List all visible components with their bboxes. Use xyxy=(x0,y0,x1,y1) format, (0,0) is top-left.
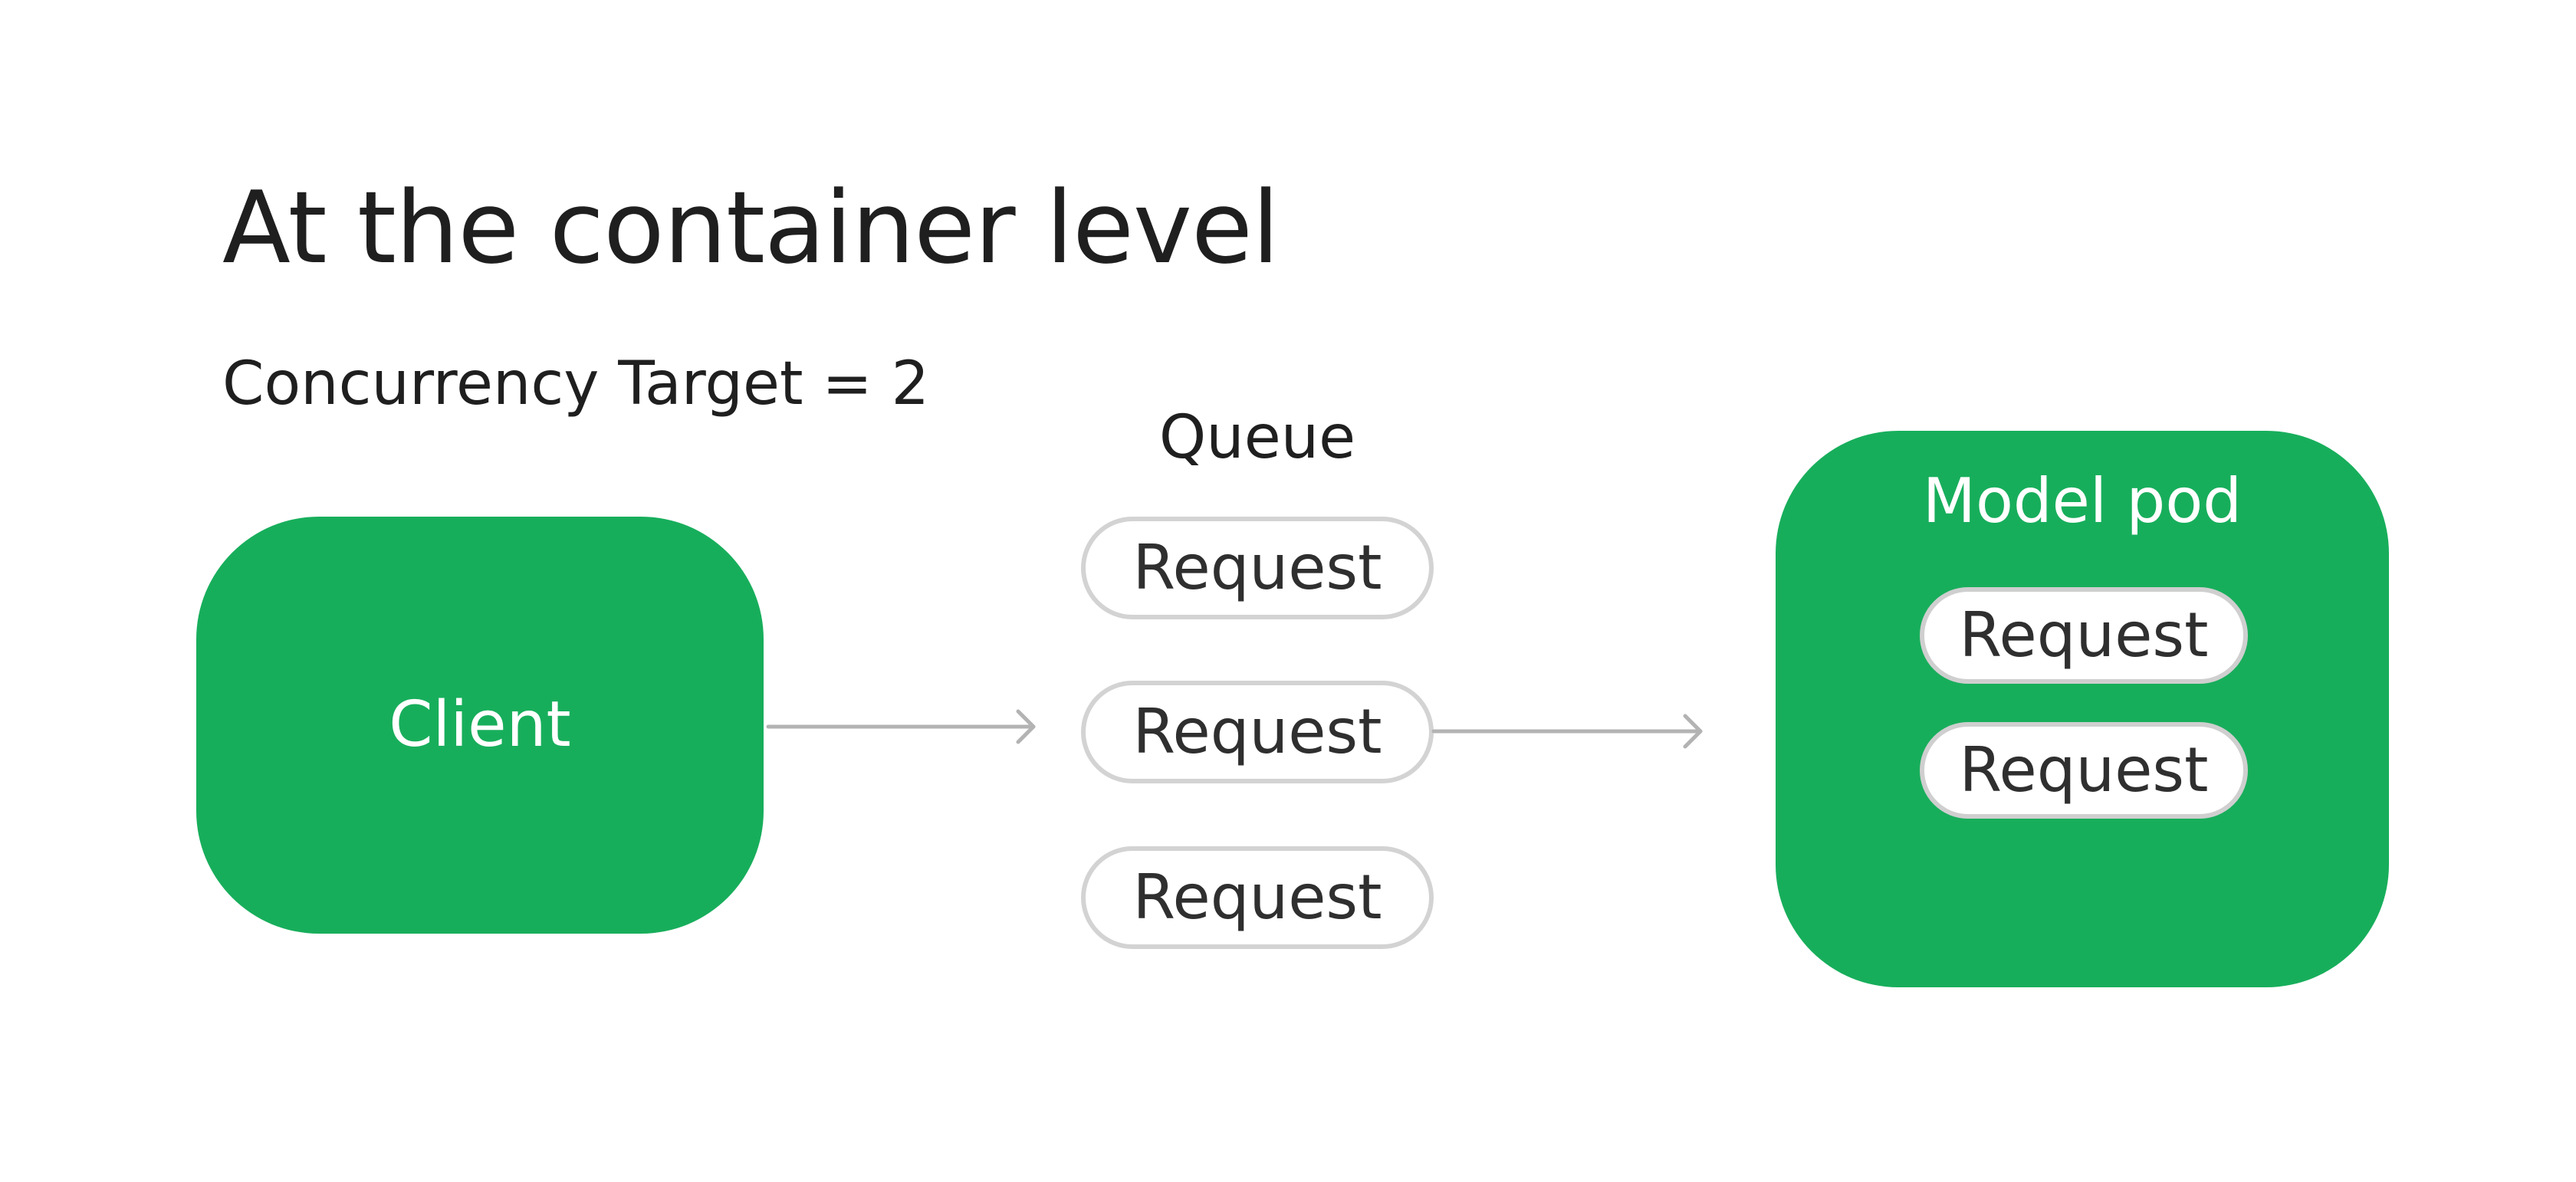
pod-request-1: Request xyxy=(1920,587,2248,684)
client-label: Client xyxy=(389,688,571,761)
page-title: At the container level xyxy=(222,169,1280,286)
concurrency-target-label: Concurrency Target = 2 xyxy=(222,350,930,419)
client-box: Client xyxy=(196,517,764,934)
queue-to-pod-arrow xyxy=(1431,714,1703,749)
client-to-queue-arrow xyxy=(766,709,1036,744)
queue-request-1: Request xyxy=(1081,517,1434,619)
queue-request-3: Request xyxy=(1081,846,1434,949)
model-pod-box: Model pod Request Request xyxy=(1776,431,2389,987)
queue-label: Queue xyxy=(1158,403,1356,472)
pod-request-2: Request xyxy=(1920,722,2248,819)
model-pod-label: Model pod xyxy=(1922,465,2242,537)
queue-request-2: Request xyxy=(1081,681,1434,783)
